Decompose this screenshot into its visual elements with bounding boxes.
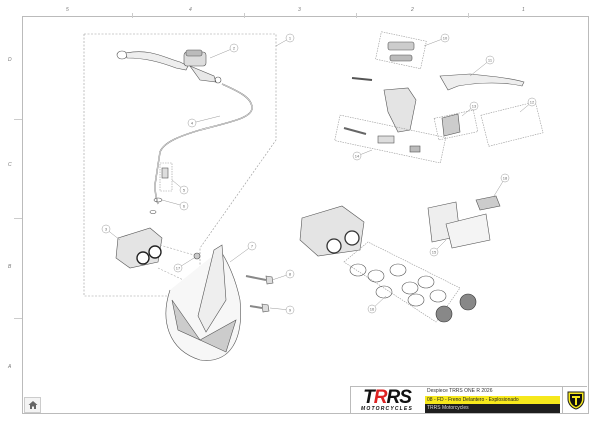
callout-number: 3 <box>105 226 108 231</box>
master-cylinder-lever <box>116 49 222 84</box>
home-button[interactable] <box>24 397 41 413</box>
brand-logo: TRRS MOTORCYCLES <box>351 387 423 413</box>
row-label: C <box>8 162 12 168</box>
section-title: 08 - FD - Freno Delantero - Explosionado <box>425 395 560 405</box>
callout-number: 1 <box>289 35 292 40</box>
callout-12: 12 <box>519 97 537 113</box>
column-label: 5 <box>66 7 69 13</box>
callout-14: 14 <box>352 149 373 161</box>
callout-7: 7 <box>229 241 257 263</box>
callout-bubble <box>485 55 495 65</box>
callout-5: 5 <box>171 179 189 195</box>
callout-number: 9 <box>289 307 292 312</box>
grid-tick <box>132 13 133 18</box>
callout-number: 15 <box>432 249 437 254</box>
callout-number: 17 <box>176 265 181 270</box>
column-label: 1 <box>522 7 525 13</box>
grid-tick <box>356 13 357 18</box>
column-label: 2 <box>411 7 414 13</box>
callout-16: 16 <box>367 295 387 314</box>
callout-number: 16 <box>370 306 375 311</box>
callout-bubble <box>285 269 295 279</box>
callout-number: 11 <box>488 57 493 62</box>
assembly-outline <box>83 33 277 297</box>
home-icon <box>28 401 37 409</box>
callout-bubble <box>352 151 362 161</box>
callout-bubble <box>101 224 111 234</box>
row-label: B <box>8 264 12 270</box>
callout-number: 8 <box>289 271 292 276</box>
callout-bubble <box>229 43 239 53</box>
callout-13: 13 <box>461 101 479 117</box>
callout-leader <box>209 47 235 59</box>
brand-shield <box>562 387 588 413</box>
callout-9: 9 <box>269 305 295 315</box>
callout-bubble <box>527 97 537 107</box>
callout-number: 5 <box>183 187 186 192</box>
callout-bubble <box>500 173 510 183</box>
callout-bubble <box>179 185 189 195</box>
callout-bubble <box>285 33 295 43</box>
callout-11: 11 <box>469 55 495 77</box>
grid-tick <box>244 13 245 18</box>
callout-number: 6 <box>183 203 186 208</box>
callout-4: 4 <box>187 115 221 128</box>
callout-number: 7 <box>251 243 254 248</box>
grid-tick <box>14 318 22 319</box>
seal-kit-outline <box>343 241 461 323</box>
callout-6: 6 <box>161 199 189 211</box>
callout-bubble <box>173 263 183 273</box>
callout-1: 1 <box>275 33 295 47</box>
brand-wordmark: TRRS <box>363 386 412 408</box>
callout-18: 18 <box>493 173 510 197</box>
callout-leader <box>191 115 221 124</box>
callout-bubble <box>247 241 257 251</box>
document-title: Despiece TRRS ONE R 2026 <box>425 387 560 396</box>
title-block: TRRS MOTORCYCLES Despiece TRRS ONE R 202… <box>350 386 587 413</box>
callout-bubble <box>285 305 295 315</box>
callout-number: 18 <box>503 175 508 180</box>
row-label: A <box>8 364 12 370</box>
row-label: D <box>8 57 12 63</box>
column-label: 3 <box>298 7 301 13</box>
callout-number: 13 <box>472 103 477 108</box>
caliper-left <box>115 227 163 269</box>
grid-tick <box>14 218 22 219</box>
company-name: TRRS Motorcycles <box>425 404 560 413</box>
callout-number: 10 <box>443 35 448 40</box>
callout-bubble <box>469 101 479 111</box>
callout-bubble <box>179 201 189 211</box>
caliper-right <box>299 205 365 257</box>
disc-guard <box>165 244 241 361</box>
callout-bubble <box>440 33 450 43</box>
callout-17: 17 <box>173 257 195 273</box>
callout-leader <box>469 59 491 77</box>
callout-8: 8 <box>271 269 295 281</box>
grid-tick <box>14 119 22 120</box>
drawing-frame <box>22 16 589 414</box>
brake-hose <box>154 83 253 205</box>
callout-bubble <box>429 247 439 257</box>
callout-number: 4 <box>191 120 194 125</box>
callout-number: 2 <box>233 45 236 50</box>
callout-10: 10 <box>423 33 450 47</box>
grid-tick <box>468 13 469 18</box>
callout-number: 12 <box>530 99 535 104</box>
callout-number: 14 <box>355 153 360 158</box>
callout-2: 2 <box>209 43 239 59</box>
column-label: 4 <box>189 7 192 13</box>
callout-bubble <box>367 304 377 314</box>
brand-subtitle: MOTORCYCLES <box>361 405 413 412</box>
shield-icon <box>567 391 584 410</box>
callout-bubble <box>187 118 197 128</box>
callout-leader <box>229 245 253 263</box>
callout-3: 3 <box>101 224 121 241</box>
callout-15: 15 <box>429 239 447 257</box>
